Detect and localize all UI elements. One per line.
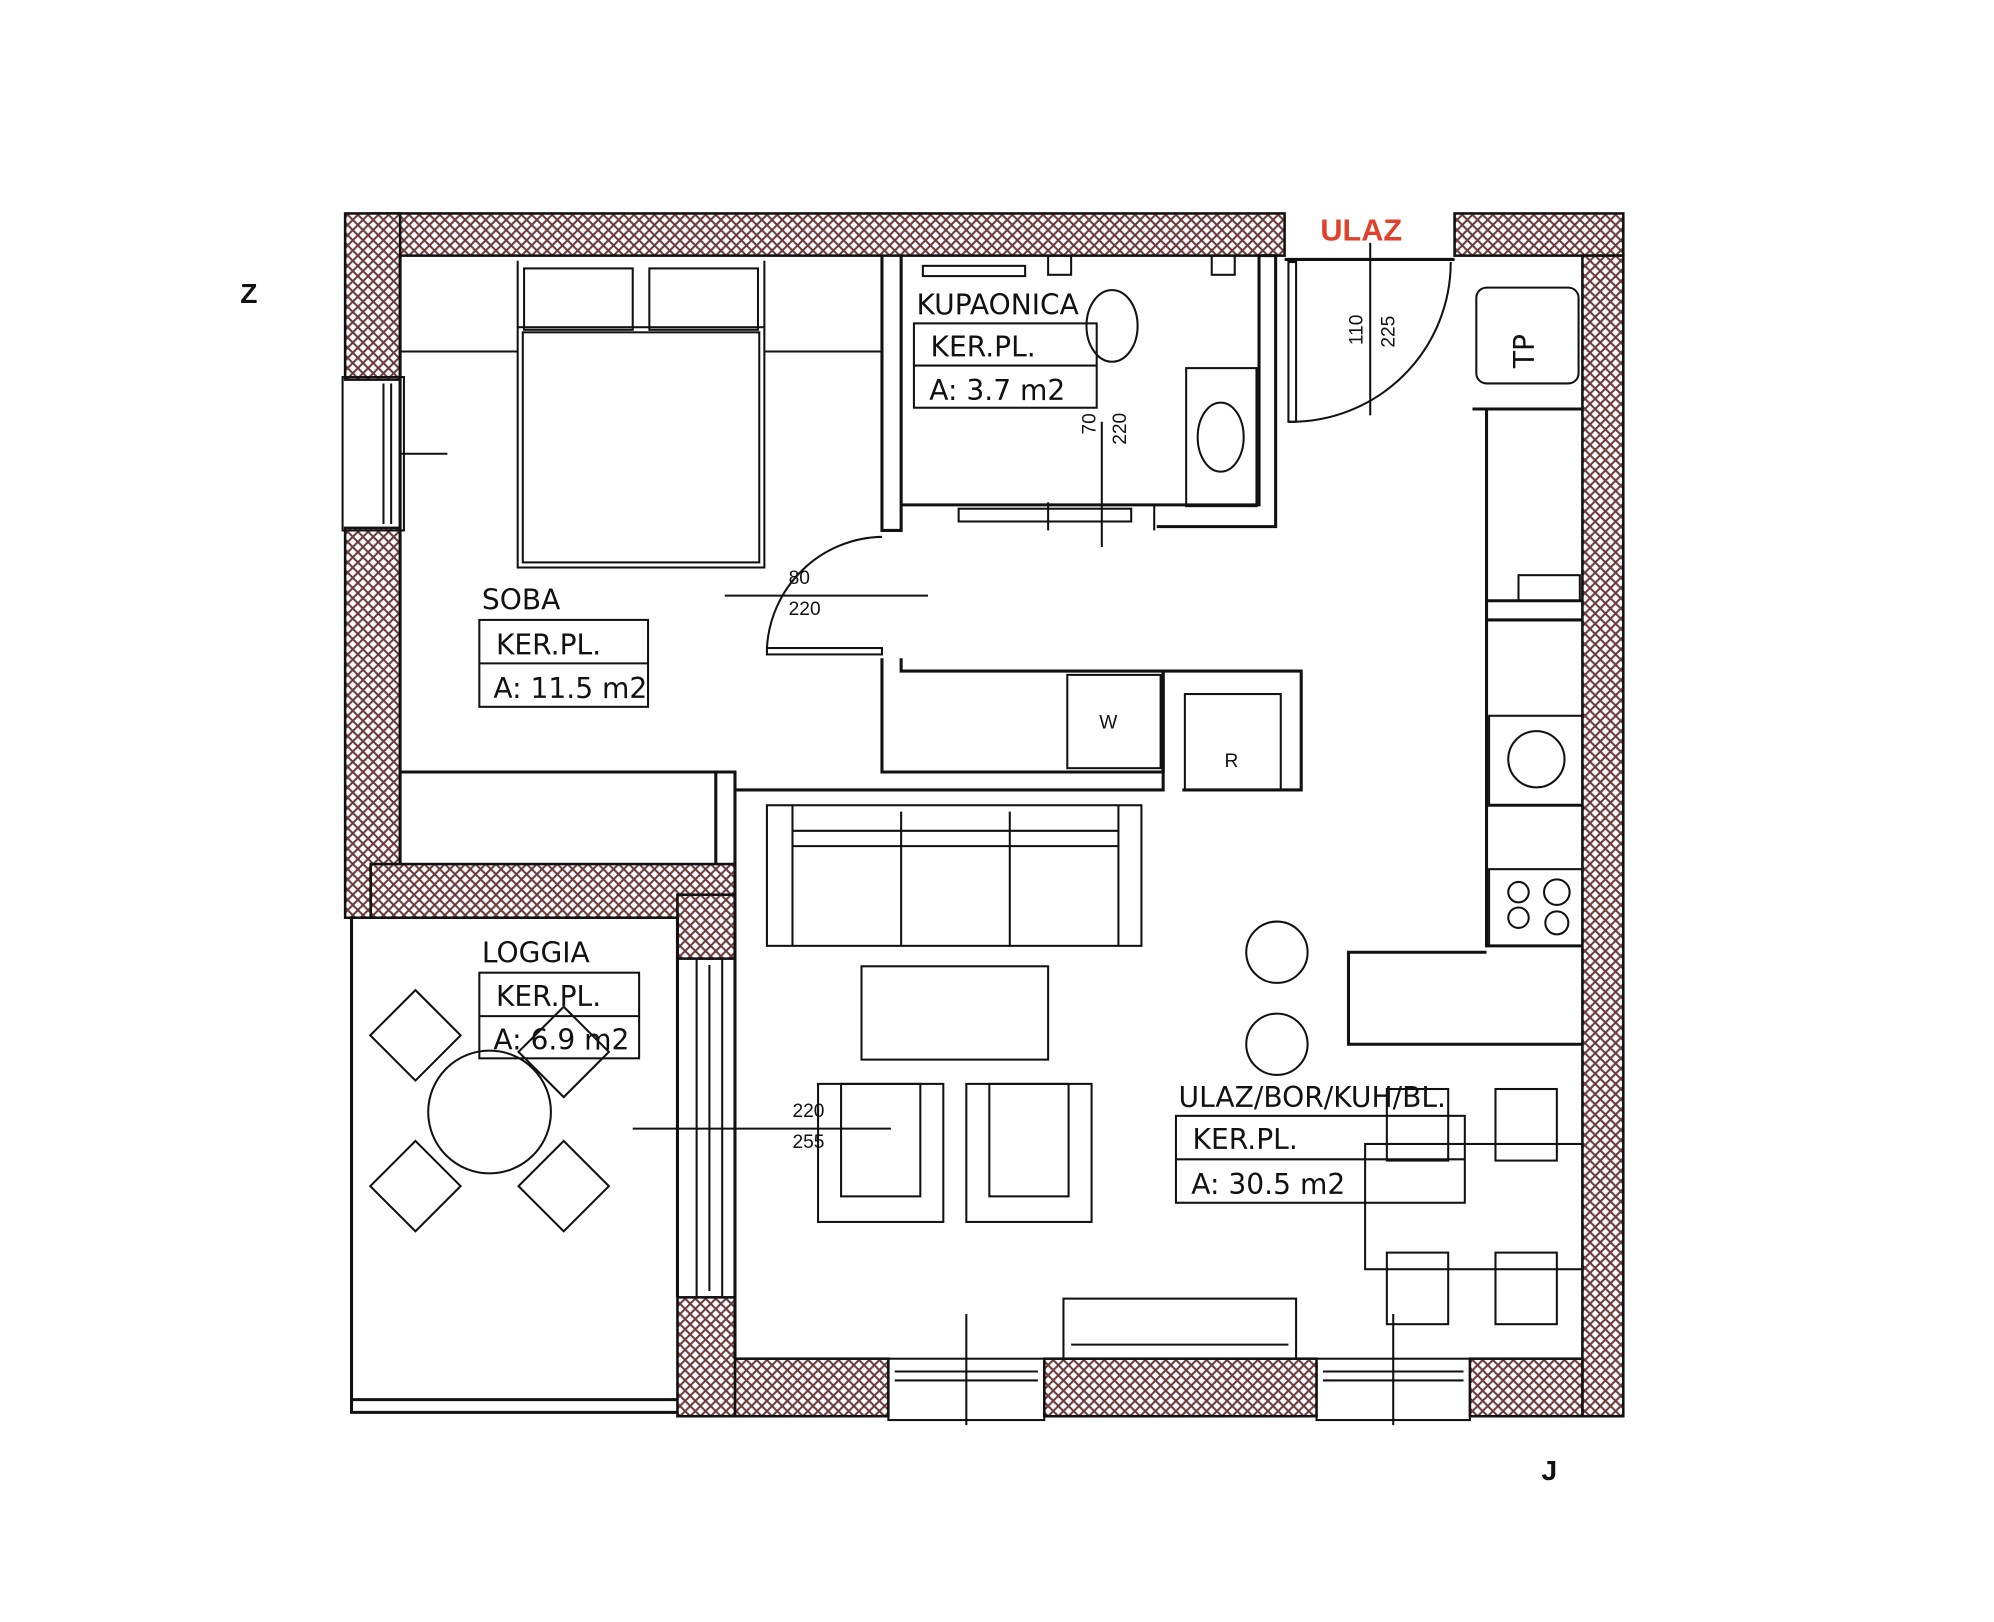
room-area-living: A: 30.5 m2 bbox=[1191, 1168, 1345, 1201]
compass-south: J bbox=[1542, 1455, 1558, 1486]
washer-label: W bbox=[1099, 713, 1118, 734]
doors bbox=[765, 261, 1452, 656]
dim-loggia-height: 255 bbox=[792, 1132, 824, 1153]
dim-entrance-height: 225 bbox=[1379, 316, 1400, 348]
boiler-label: TP bbox=[1508, 334, 1541, 369]
bed bbox=[516, 326, 766, 569]
room-name-loggia: LOGGIA bbox=[482, 936, 590, 969]
partitions bbox=[349, 254, 1583, 1414]
tv-unit bbox=[1062, 1297, 1298, 1360]
walls bbox=[343, 212, 1625, 1418]
dim-bathroom-height: 220 bbox=[1110, 413, 1131, 445]
dim-entrance-width: 110 bbox=[1347, 315, 1368, 346]
dim-bedroom-height: 220 bbox=[789, 599, 821, 620]
room-floor-loggia: KER.PL. bbox=[496, 980, 601, 1013]
loggia-table bbox=[427, 1049, 552, 1175]
room-name-bathroom: KUPAONICA bbox=[916, 288, 1078, 321]
room-floor-living: KER.PL. bbox=[1193, 1123, 1298, 1156]
room-floor-bedroom: KER.PL. bbox=[496, 628, 601, 661]
sofa bbox=[765, 804, 1143, 947]
room-name-living: ULAZ/BOR/KUH/BL. bbox=[1179, 1081, 1447, 1114]
room-area-loggia: A: 6.9 m2 bbox=[493, 1023, 629, 1056]
toilet bbox=[1085, 289, 1139, 363]
room-area-bathroom: A: 3.7 m2 bbox=[929, 374, 1065, 407]
compass-west: Z bbox=[240, 278, 257, 309]
dim-bedroom-width: 80 bbox=[789, 568, 810, 589]
coffee-table bbox=[860, 965, 1050, 1061]
armchair bbox=[965, 1082, 1093, 1223]
kitchen-sink bbox=[1507, 730, 1566, 789]
dim-loggia-width: 220 bbox=[792, 1101, 824, 1122]
room-name-bedroom: SOBA bbox=[482, 584, 560, 617]
armchair bbox=[817, 1082, 945, 1223]
room-floor-bathroom: KER.PL. bbox=[931, 331, 1036, 364]
sink bbox=[1196, 401, 1245, 473]
room-area-bedroom: A: 11.5 m2 bbox=[493, 672, 647, 705]
dimension-lines bbox=[400, 242, 1395, 1426]
room-label-boxes bbox=[478, 322, 1466, 1204]
fridge-label: R bbox=[1225, 751, 1239, 772]
furniture bbox=[368, 254, 1584, 1360]
dim-bathroom-width: 70 bbox=[1079, 413, 1100, 434]
entrance-label: ULAZ bbox=[1320, 213, 1402, 247]
